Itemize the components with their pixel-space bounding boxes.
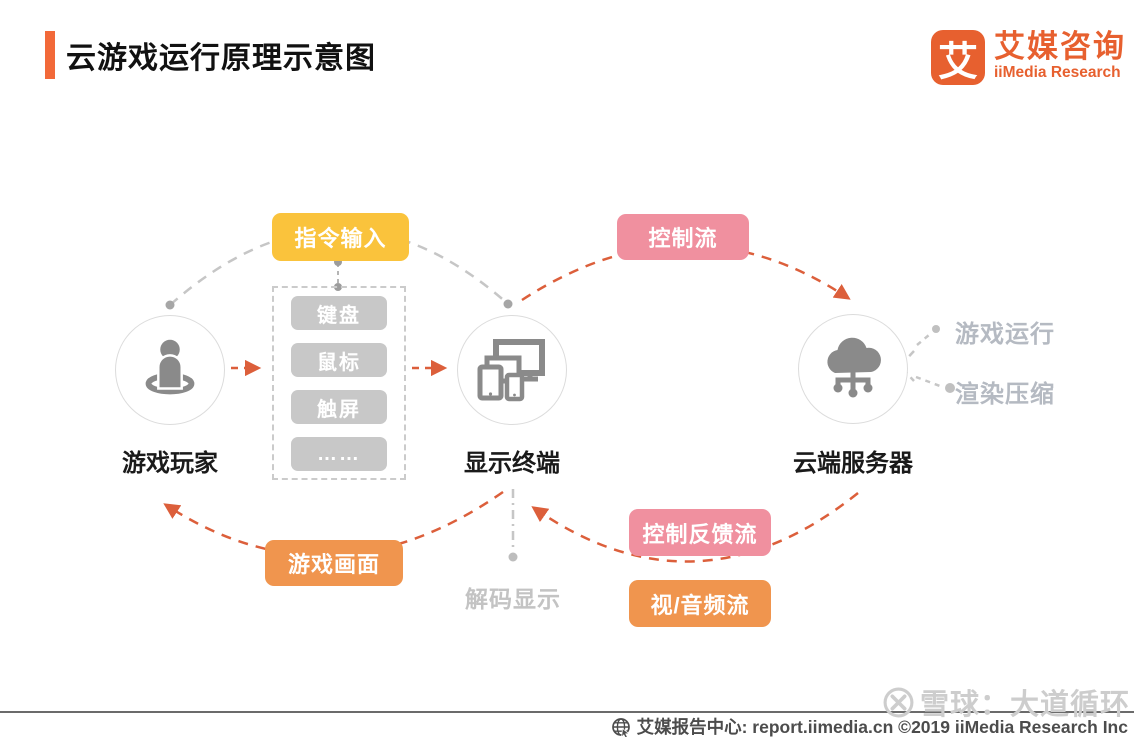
- annotation-game-running: 游戏运行: [955, 321, 1055, 348]
- node-game-player: [115, 315, 225, 425]
- page-title: 云游戏运行原理示意图: [66, 42, 376, 75]
- globe-icon: [611, 717, 630, 737]
- logo-name-en: iiMedia Research: [994, 64, 1121, 81]
- watermark-text: 雪球：大道循环: [919, 689, 1130, 721]
- footer-credit: 艾媒报告中心: report.iimedia.cn ©2019 iiMedia …: [611, 714, 1128, 737]
- credit-text: 艾媒报告中心: report.iimedia.cn ©2019 iiMedia …: [636, 717, 1128, 737]
- annotation-render-compression: 渲染压缩: [955, 381, 1055, 408]
- iimedia-logo-icon: 艾: [931, 30, 985, 85]
- device-chip-ellipsis: ……: [291, 437, 387, 471]
- devices-icon: [477, 339, 545, 402]
- badge-video-audio-stream: 视/音频流: [629, 580, 771, 627]
- person-icon: [145, 339, 195, 395]
- device-chip-keyboard: 键盘: [291, 296, 387, 330]
- title-accent-bar: [45, 31, 55, 79]
- xueqiu-logo-icon: [883, 687, 914, 717]
- badge-game-screen: 游戏画面: [265, 540, 403, 586]
- node-label-game-player: 游戏玩家: [122, 450, 218, 477]
- input-device-panel: 键盘 鼠标 触屏 ……: [272, 286, 406, 480]
- annotation-decode-display: 解码显示: [465, 586, 561, 612]
- chevron-cloud-tasks: [898, 350, 915, 382]
- device-chip-touchscreen: 触屏: [291, 390, 387, 424]
- node-display-terminal: [457, 315, 567, 425]
- device-chip-mouse: 鼠标: [291, 343, 387, 377]
- node-label-display-terminal: 显示终端: [464, 450, 560, 477]
- xueqiu-watermark: 雪球：大道循环: [882, 681, 1130, 723]
- badge-command-input: 指令输入: [272, 213, 409, 261]
- badge-control-flow: 控制流: [617, 214, 749, 260]
- iimedia-logo: 艾 艾媒咨询 iiMedia Research: [931, 30, 1126, 85]
- node-cloud-server: [798, 314, 908, 424]
- badge-control-feedback-flow: 控制反馈流: [629, 509, 771, 556]
- logo-name-cn: 艾媒咨询: [994, 29, 1126, 64]
- footer-divider: [0, 711, 1134, 713]
- node-label-cloud-server: 云端服务器: [793, 450, 913, 477]
- cloud-server-icon: [827, 337, 881, 398]
